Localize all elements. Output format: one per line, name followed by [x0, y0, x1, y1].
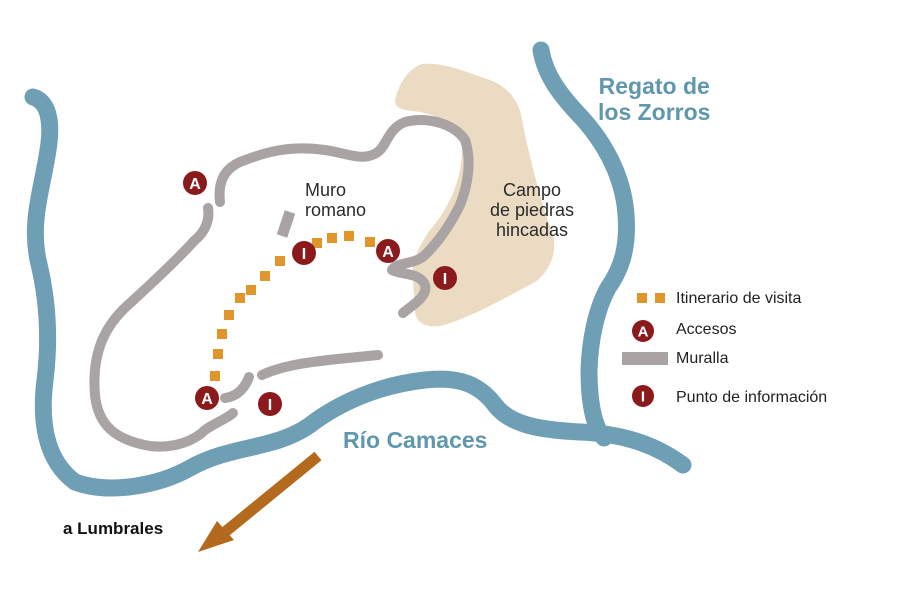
route-square-13: [365, 237, 375, 247]
route-square-12: [344, 231, 354, 241]
acceso-marker-noroeste-circle: [183, 171, 207, 195]
route-square-11: [327, 233, 337, 243]
legend-acceso-icon-letter: A: [638, 323, 649, 340]
regato-de-los-zorros: [532, 41, 635, 447]
info-marker-campo: I: [433, 266, 457, 290]
legend-route-square-2: [655, 293, 665, 303]
route-square-7: [260, 271, 270, 281]
info-marker-sur-letter: I: [268, 397, 272, 414]
route-square-3: [217, 329, 227, 339]
label-muro-romano: Muro romano: [305, 180, 367, 221]
campo-piedras-area: [395, 63, 555, 327]
acceso-marker-sur-circle: [195, 386, 219, 410]
route-square-6: [246, 285, 256, 295]
acceso-marker-este-letter: A: [382, 244, 394, 261]
info-marker-campo-letter: I: [443, 271, 447, 288]
muro-romano-line: [276, 210, 296, 238]
muralla-acceso-sur: [220, 372, 254, 403]
acceso-marker-este: A: [376, 239, 400, 263]
acceso-marker-noroeste: A: [183, 171, 207, 195]
acceso-marker-noroeste-letter: A: [189, 176, 201, 193]
info-marker-campo-circle: [433, 266, 457, 290]
muralla-oeste: [89, 203, 238, 452]
legend-symbols: [622, 293, 668, 365]
label-a-lumbrales: a Lumbrales: [63, 519, 164, 538]
legend-acceso-icon-circle: [632, 320, 654, 342]
acceso-marker-este-circle: [376, 239, 400, 263]
muralla-norte: [214, 115, 474, 318]
legend-route-square-1: [637, 293, 647, 303]
info-marker-muro-romano-circle: [292, 241, 316, 265]
route-square-8: [275, 256, 285, 266]
info-marker-muro-romano: I: [292, 241, 316, 265]
legend-muralla-swatch: [622, 352, 668, 365]
info-marker-sur-circle: [258, 392, 282, 416]
legend-muralla: Muralla: [676, 350, 729, 367]
legend-info-icon-letter: I: [641, 388, 645, 405]
acceso-marker-sur: A: [195, 386, 219, 410]
info-marker-sur: I: [258, 392, 282, 416]
route-square-5: [235, 293, 245, 303]
info-marker-muro-romano-letter: I: [302, 246, 306, 263]
acceso-marker-sur-letter: A: [201, 391, 213, 408]
rio-camaces: [24, 88, 692, 497]
label-regato-zorros: Regato de los Zorros: [598, 73, 711, 125]
legend-itinerario: Itinerario de visita: [676, 290, 802, 307]
muralla-sur: [257, 350, 383, 380]
legend-info-icon-circle: [632, 385, 654, 407]
route-square-4: [224, 310, 234, 320]
route-square-2: [213, 349, 223, 359]
legend-punto-informacion: Punto de información: [676, 389, 828, 406]
label-campo-piedras: Campo de piedras hincadas: [490, 180, 575, 241]
arrow-to-lumbrales: [198, 451, 322, 552]
label-rio-camaces: Río Camaces: [343, 427, 488, 453]
route-square-1: [210, 371, 220, 381]
legend-accesos: Accesos: [676, 321, 737, 338]
legend-acceso-icon: A: [632, 320, 654, 342]
legend-info-icon: I: [632, 385, 654, 407]
route-square-10: [312, 238, 322, 248]
